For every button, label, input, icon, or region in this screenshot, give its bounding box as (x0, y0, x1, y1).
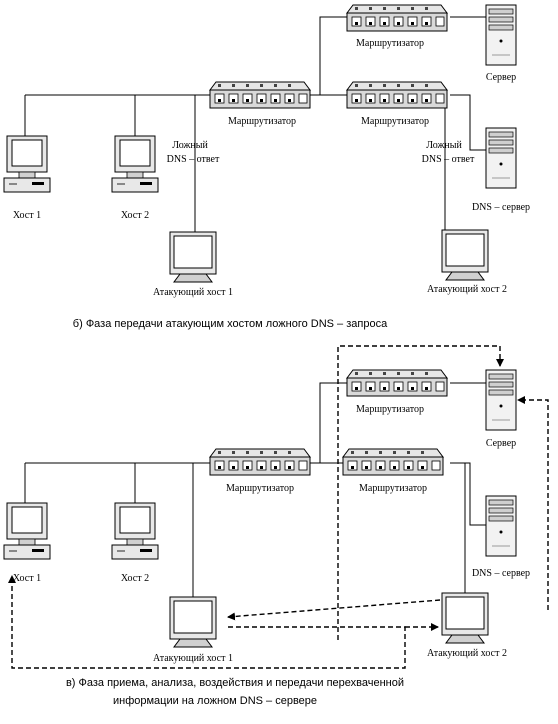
computer-icon (111, 135, 159, 193)
computer-icon (3, 135, 51, 193)
server-icon (485, 127, 517, 189)
attacker-host-1: Атакующий хост 1 (153, 231, 233, 298)
fake-dns-label: Ложный (172, 140, 208, 151)
computer-icon (3, 502, 51, 560)
monitor-icon (441, 229, 489, 281)
dns-server-label: DNS – сервер (472, 568, 530, 579)
panel-b: Маршрутизатор Маршрутизатор Маршрутизато… (3, 4, 530, 330)
panel-c: Маршрутизатор Маршрутизатор Маршрутизато… (3, 345, 549, 707)
router-label: Маршрутизатор (226, 483, 294, 494)
monitor-icon (441, 592, 489, 644)
dns-server: DNS – сервер (472, 127, 530, 213)
router-icon (209, 81, 311, 109)
attacker-host-1: Атакующий хост 1 (153, 596, 233, 664)
server-icon (485, 4, 517, 66)
router-icon (342, 448, 444, 476)
fake-dns-label: DNS – ответ (167, 154, 220, 165)
fake-dns-label: Ложный (426, 140, 462, 151)
server-icon (485, 495, 517, 557)
router-top: Маршрутизатор (346, 369, 448, 415)
router-right: Маршрутизатор (346, 81, 448, 127)
router-label: Маршрутизатор (356, 38, 424, 49)
dns-server: DNS – сервер (472, 495, 530, 579)
router-icon (346, 81, 448, 109)
host-1: Хост 1 (3, 502, 51, 584)
fake-dns-label: DNS – ответ (422, 154, 475, 165)
router-right: Маршрутизатор (342, 448, 444, 494)
server-label: Сервер (486, 438, 516, 449)
router-left: Маршрутизатор (209, 81, 311, 127)
router-icon (209, 448, 311, 476)
computer-icon (111, 502, 159, 560)
router-label: Маршрутизатор (356, 404, 424, 415)
router-icon (346, 4, 448, 32)
host-label: Хост 2 (121, 573, 149, 584)
server-icon (485, 369, 517, 431)
attacker-host-2: Атакующий хост 2 (427, 229, 507, 295)
host-2: Хост 2 (111, 135, 159, 221)
host-label: Хост 1 (13, 210, 41, 221)
host-label: Хост 1 (13, 573, 41, 584)
dns-server-label: DNS – сервер (472, 202, 530, 213)
attacker-label: Атакующий хост 1 (153, 287, 233, 298)
monitor-icon (169, 596, 217, 648)
monitor-icon (169, 231, 217, 283)
host-2: Хост 2 (111, 502, 159, 584)
host-1: Хост 1 (3, 135, 51, 221)
attacker-label: Атакующий хост 1 (153, 653, 233, 664)
router-top: Маршрутизатор (346, 4, 448, 49)
caption-c-line1: в) Фаза приема, анализа, воздействия и п… (66, 677, 404, 689)
server: Сервер (485, 369, 517, 449)
router-left: Маршрутизатор (209, 448, 311, 494)
caption-b: б) Фаза передачи атакующим хостом ложног… (73, 318, 388, 330)
attacker-label: Атакующий хост 2 (427, 284, 507, 295)
server: Сервер (485, 4, 517, 83)
router-label: Маршрутизатор (361, 116, 429, 127)
server-label: Сервер (486, 72, 516, 83)
dashed-arrow (517, 396, 549, 610)
router-label: Маршрутизатор (228, 116, 296, 127)
router-label: Маршрутизатор (359, 483, 427, 494)
attacker-label: Атакующий хост 2 (427, 648, 507, 659)
router-icon (346, 369, 448, 397)
dashed-arrow (227, 599, 441, 621)
dashed-arrow (8, 575, 406, 669)
host-label: Хост 2 (121, 210, 149, 221)
caption-c-line2: информации на ложном DNS – сервере (113, 695, 317, 707)
attacker-host-2: Атакующий хост 2 (427, 592, 507, 659)
interception-paths (8, 345, 549, 669)
dashed-arrow (337, 345, 504, 640)
